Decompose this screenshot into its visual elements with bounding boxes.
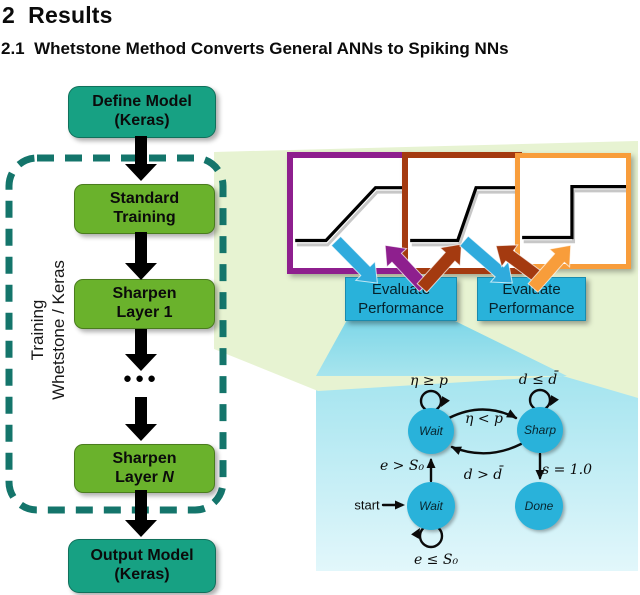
state-sharp: Sharp: [517, 407, 563, 453]
evaluate-line2: Performance: [488, 300, 575, 317]
section-heading: 2 Results: [2, 2, 113, 28]
state-wait-top: Wait: [408, 408, 454, 454]
label-d-gt-dbar: d > d̄: [463, 467, 503, 483]
activation-box-step: [515, 153, 631, 269]
activation-curve-sharpened: [408, 158, 516, 268]
sharpen-layer-n-line1: Sharpen: [112, 449, 177, 467]
arrow-define-to-training: [125, 136, 157, 181]
activation-curve-relu: [293, 158, 403, 268]
training-side-label: Training Whetstone / Keras: [26, 245, 70, 415]
activation-curve-step: [520, 158, 626, 264]
state-wait-start: Wait: [407, 482, 455, 530]
ellipsis-dots: ●●●: [122, 370, 160, 387]
label-e-le-s0: e ≤ S₀: [413, 552, 459, 568]
evaluate-line1: Evaluate: [502, 280, 561, 298]
zoom-wedge-blue: [316, 320, 567, 376]
label-start: start: [354, 497, 380, 513]
standard-training-box: Standard Training: [74, 184, 215, 234]
output-model-line1: Output Model: [90, 547, 194, 565]
label-e-gt-s0: e > S₀: [379, 458, 425, 474]
label-d-le-dbar: d ≤ d̄: [518, 372, 558, 388]
define-model-box: Define Model (Keras): [68, 86, 216, 138]
standard-training-line1: Standard: [109, 190, 180, 208]
label-eta-ge-p: η ≥ p: [410, 373, 448, 389]
arrow-sharpen1-to-dots: [125, 329, 157, 371]
label-s-eq-1: s = 1.0: [541, 462, 593, 478]
evaluate-line2: Performance: [358, 300, 444, 317]
evaluate-performance-box-2: Evaluate Performance: [477, 277, 586, 321]
side-label-line1: Training: [28, 299, 47, 361]
arrow-dots-to-sharpenN: [125, 397, 157, 441]
standard-training-line2: Training: [113, 209, 176, 226]
edge-sharp-to-wait: [450, 442, 523, 455]
activation-box-relu: [287, 152, 409, 274]
define-model-line2: (Keras): [114, 112, 170, 129]
evaluate-line1: Evaluate: [371, 280, 431, 298]
output-model-line2: (Keras): [114, 566, 170, 583]
sharpen-layer-1-line2: Layer 1: [116, 304, 173, 321]
label-eta-lt-p: η < p: [465, 411, 503, 427]
side-label-line2: Whetstone / Keras: [49, 260, 68, 400]
arrow-sharpenN-to-output: [125, 490, 157, 537]
sharpen-layer-1-line1: Sharpen: [112, 285, 177, 303]
layer-n-variable: N: [162, 468, 174, 486]
sharpen-layer-n-line2: Layer N: [115, 468, 174, 486]
arrow-training-to-sharpen1: [125, 232, 157, 280]
define-model-line1: Define Model: [92, 93, 192, 111]
subsection-heading: 2.1 Whetstone Method Converts General AN…: [1, 39, 509, 58]
evaluate-performance-box-1: Evaluate Performance: [345, 277, 457, 321]
sharpen-layer-1-box: Sharpen Layer 1: [74, 279, 215, 329]
activation-box-sharpened: [402, 152, 522, 274]
sharpen-layer-n-box: Sharpen Layer N: [74, 444, 215, 493]
output-model-box: Output Model (Keras): [68, 539, 216, 593]
state-done: Done: [515, 482, 563, 530]
